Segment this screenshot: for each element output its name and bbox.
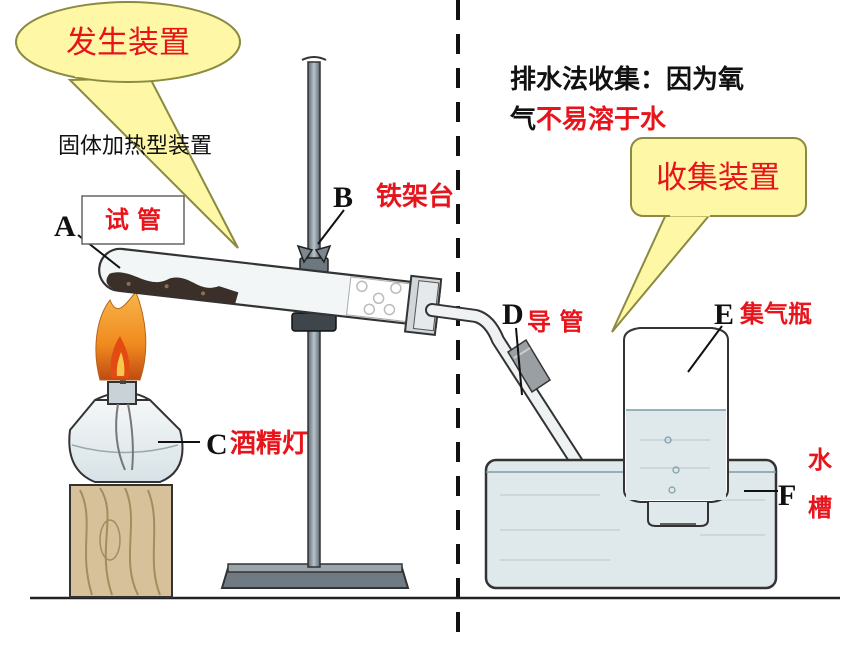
collection-note-red: 不易溶于水 [536,104,667,135]
collection-note-line2: 气不易溶于水 [509,104,667,135]
collection-note-line1: 排水法收集：因为氧 [510,64,744,95]
label-c-letter: C [206,428,228,461]
leader-e [687,325,723,373]
label-d-name: 导 管 [527,308,583,336]
alcohol-lamp [68,372,184,483]
label-b-name: 铁架台 [376,181,454,212]
flame [95,291,147,381]
label-f-letter: F [778,479,796,512]
label-a-name: 试 管 [105,206,161,234]
label-d-letter: D [502,298,524,331]
label-c-name: 酒精灯 [230,429,308,459]
generator-bubble: 发生装置 [15,1,241,249]
collection-note-prefix: 气 [509,104,536,135]
leader-d [515,327,523,396]
generator-type-text: 固体加热型装置 [58,134,212,159]
label-a-letter: A [54,210,76,243]
leader-b [317,209,345,245]
label-e-name: 集气瓶 [739,300,812,328]
test-tube [98,247,443,336]
generator-bubble-text: 发生装置 [66,25,190,61]
label-f-name-top: 水 [808,446,833,474]
label-e-letter: E [714,298,734,331]
collector-bubble: 收集装置 [611,137,807,333]
gas-jar [623,327,729,527]
collector-bubble-text: 收集装置 [656,160,780,196]
iron-stand [220,56,410,589]
label-f-name-bottom: 槽 [808,494,832,522]
label-a-box [81,195,185,245]
wooden-block [69,484,173,598]
label-b-letter: B [333,181,353,214]
